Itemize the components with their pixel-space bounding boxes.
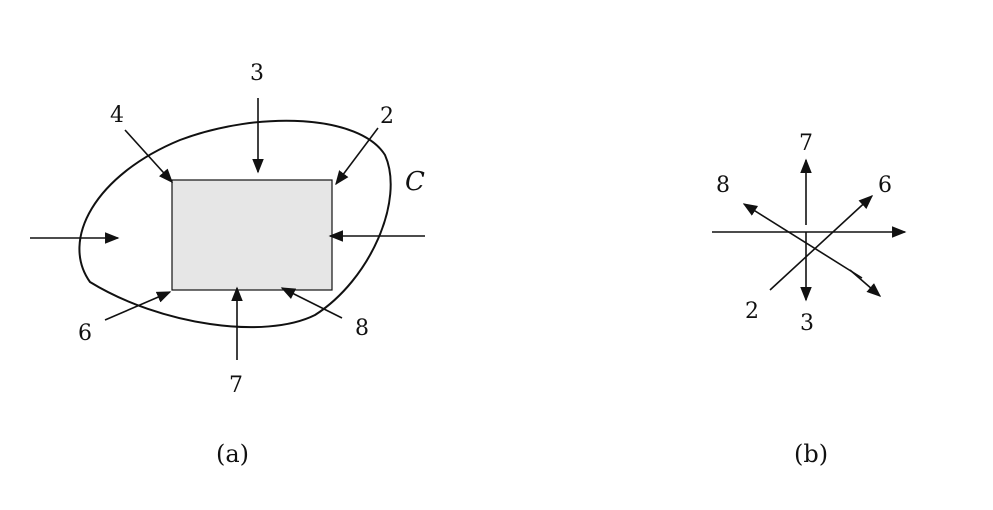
- label-b-2: 2: [745, 299, 759, 324]
- panel-a: 3 4 2 6 7 8 C (a): [30, 61, 425, 468]
- vector-8: [742, 203, 863, 279]
- caption-a: (a): [216, 440, 249, 468]
- label-7: 7: [229, 373, 243, 398]
- arrow-6: [104, 291, 172, 321]
- curve-label-c: C: [405, 167, 425, 197]
- label-b-3: 3: [800, 311, 814, 336]
- label-b-6: 6: [878, 173, 892, 198]
- caption-b: (b): [794, 440, 828, 468]
- label-8: 8: [355, 316, 369, 341]
- arrow-2: [335, 127, 379, 186]
- arrow-8: [280, 287, 343, 319]
- label-b-7: 7: [799, 131, 813, 156]
- label-3: 3: [250, 61, 264, 86]
- closed-curve-c: [78, 119, 392, 329]
- panel-b: 7 8 6 2 3 (b): [712, 131, 907, 468]
- arrow-4: [124, 129, 173, 184]
- label-4: 4: [110, 103, 124, 128]
- label-6: 6: [78, 321, 92, 346]
- label-b-8: 8: [716, 173, 730, 198]
- vector-6: [769, 195, 874, 291]
- label-2: 2: [380, 104, 394, 129]
- vector-4: [849, 269, 882, 297]
- inner-region: [171, 179, 333, 291]
